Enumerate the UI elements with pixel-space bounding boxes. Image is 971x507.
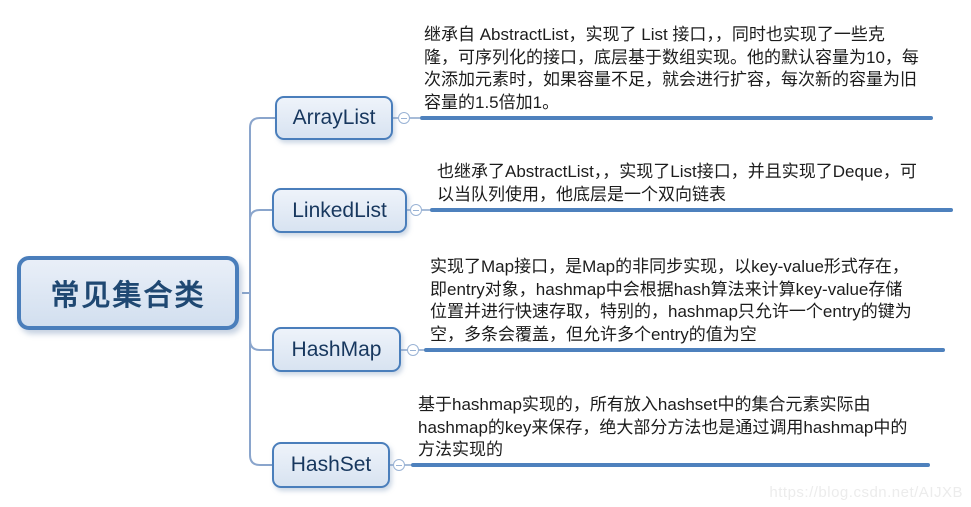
collapse-toggle-icon[interactable]	[407, 344, 419, 356]
node-linkedlist[interactable]: LinkedList	[272, 188, 407, 233]
node-hashmap[interactable]: HashMap	[272, 327, 401, 372]
hashmap-description: 实现了Map接口，是Map的非同步实现，以key-value形式存在， 即ent…	[430, 257, 912, 344]
node-hashmap-label: HashMap	[291, 337, 382, 361]
hashmap-underline	[424, 348, 945, 352]
linkedlist-underline	[430, 208, 953, 212]
collapse-toggle-icon[interactable]	[398, 112, 410, 124]
connector-root-hashset	[242, 292, 273, 466]
arraylist-description: 继承自 AbstractList，实现了 List 接口，，同时也实现了一些克 …	[424, 25, 919, 112]
collapse-toggle-icon[interactable]	[393, 459, 405, 471]
node-arraylist-label: ArrayList	[292, 106, 376, 129]
node-hashset[interactable]: HashSet	[272, 442, 390, 488]
watermark-url: https://blog.csdn.net/AIJXB	[769, 484, 963, 501]
hashset-description: 基于hashmap实现的，所有放入hashset中的集合元素实际由 hashma…	[418, 395, 908, 459]
connector-root-hashmap	[242, 292, 273, 351]
connector-root-arraylist	[242, 117, 276, 294]
connector-root-linkedlist	[242, 209, 273, 294]
hashset-underline	[411, 463, 930, 467]
node-arraylist[interactable]: ArrayList	[275, 96, 393, 140]
linkedlist-description: 也继承了AbstractList，，实现了List接口，并且实现了Deque，可…	[437, 162, 917, 204]
node-hashset-label: HashSet	[290, 453, 372, 476]
collapse-toggle-icon[interactable]	[410, 204, 422, 216]
node-linkedlist-label: LinkedList	[292, 198, 387, 222]
root-node-label: 常见集合类	[50, 280, 206, 312]
arraylist-underline	[420, 116, 933, 120]
root-node[interactable]: 常见集合类	[17, 256, 239, 330]
